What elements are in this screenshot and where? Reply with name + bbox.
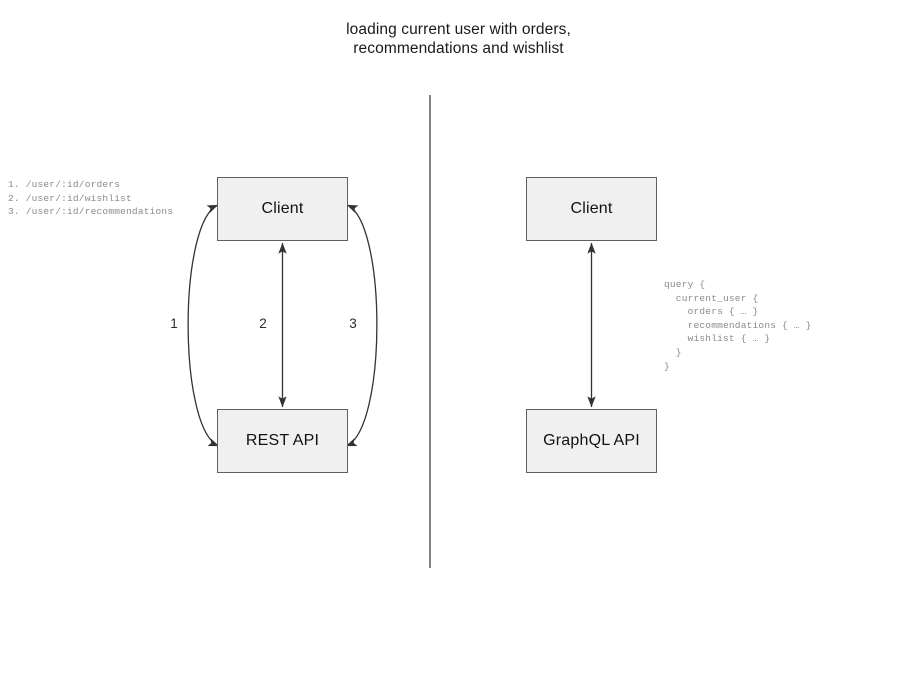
node-client-graphql[interactable]: Client (526, 177, 657, 241)
edge-label-1: 1 (170, 316, 178, 331)
edge-label-3: 3 (349, 316, 357, 331)
rest-endpoints-list: 1. /user/:id/orders 2. /user/:id/wishlis… (8, 179, 174, 218)
edge-rest-3 (345, 204, 378, 447)
edge-label-2: 2 (259, 316, 267, 331)
node-label: REST API (245, 432, 320, 449)
node-label: Client (570, 200, 613, 217)
node-client-rest[interactable]: Client (217, 177, 348, 241)
node-graphql-api[interactable]: GraphQL API (526, 409, 657, 473)
edge-rest-1 (187, 204, 220, 447)
diagram-title: loading current user with orders, recomm… (346, 21, 571, 57)
node-label: Client (261, 200, 304, 217)
node-label: GraphQL API (543, 432, 640, 449)
node-rest-api[interactable]: REST API (217, 409, 348, 473)
graphql-query-snippet: query { current_user { orders { … } reco… (664, 279, 812, 372)
